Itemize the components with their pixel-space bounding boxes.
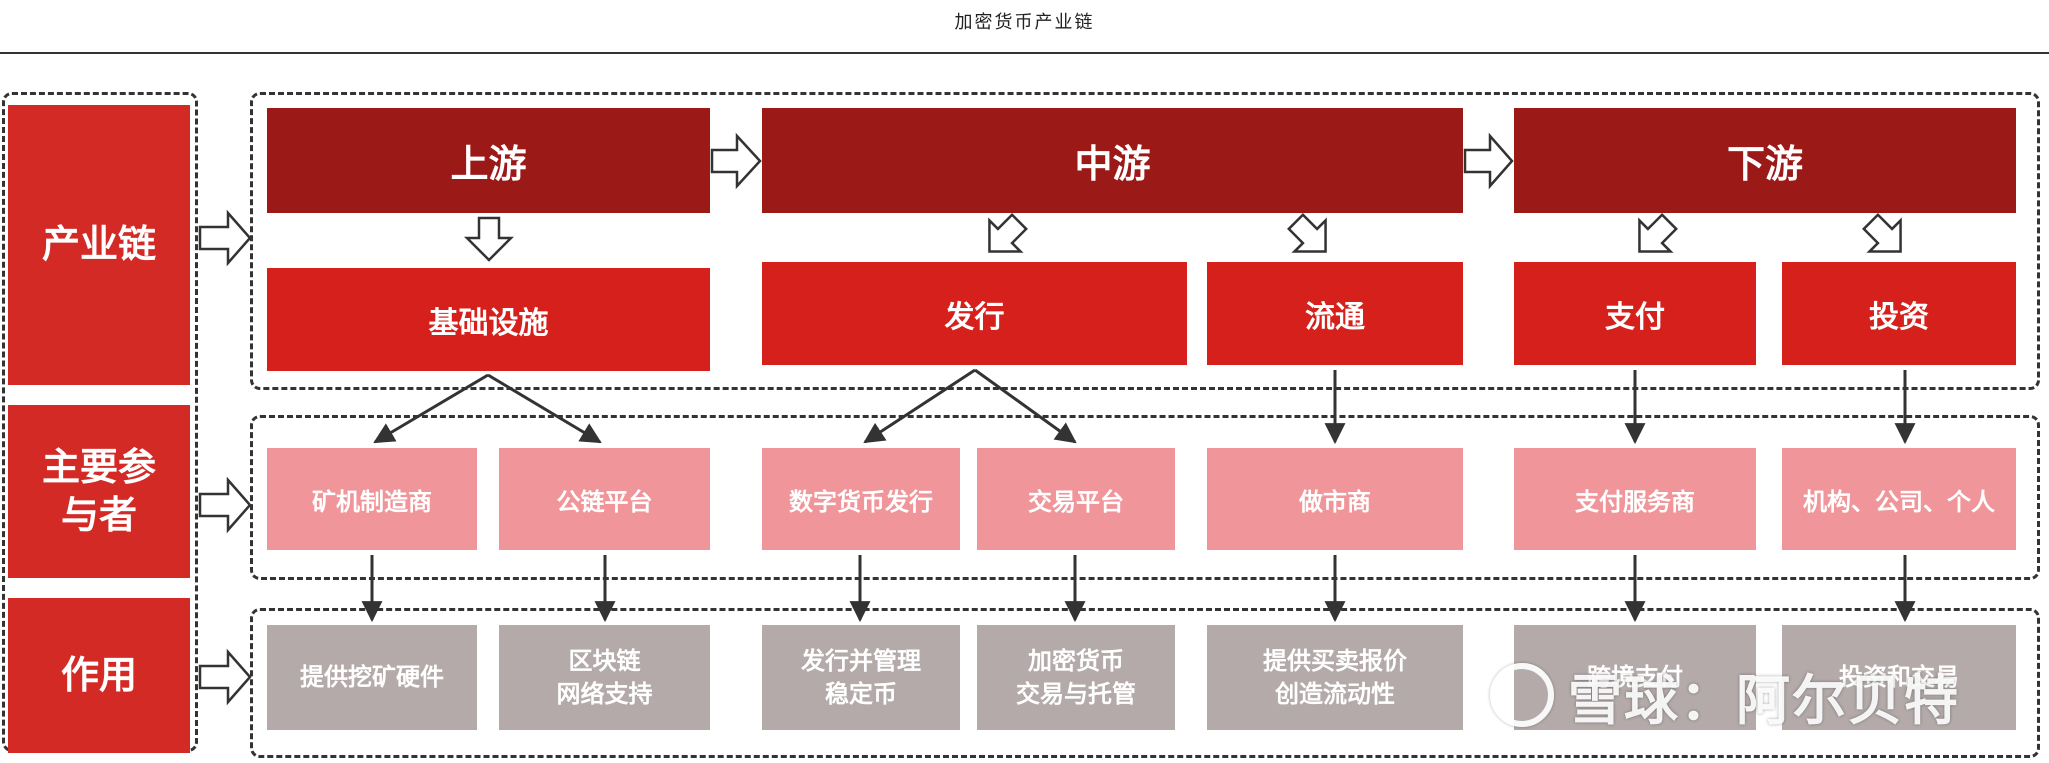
role-stablecoin: 发行并管理 稳定币	[762, 625, 960, 730]
hollow-arrow-chain	[198, 209, 252, 267]
hollow-arrow-diag-payment	[1638, 213, 1678, 253]
snowball-logo-icon	[1490, 663, 1554, 727]
row-label-participants-text: 主要参与者	[41, 445, 156, 537]
hollow-arrow-down-infrastructure	[463, 216, 515, 262]
segment-issuance: 发行	[762, 262, 1187, 365]
title-divider	[0, 52, 2049, 54]
role-liquidity: 提供买卖报价 创造流动性	[1207, 625, 1463, 730]
participant-exchange: 交易平台	[977, 448, 1175, 550]
segment-circulation: 流通	[1207, 262, 1463, 365]
role-group	[250, 608, 2040, 758]
participants-group	[250, 415, 2040, 580]
role-trading-custody: 加密货币 交易与托管	[977, 625, 1175, 730]
stage-upstream: 上游	[267, 108, 710, 213]
role-blockchain-network: 区块链 网络支持	[499, 625, 710, 730]
segment-payment: 支付	[1514, 262, 1756, 365]
hollow-arrow-diag-issuance	[988, 213, 1028, 253]
stage-downstream: 下游	[1514, 108, 2016, 213]
stage-midstream: 中游	[762, 108, 1463, 213]
row-label-role: 作用	[8, 598, 190, 753]
participant-digital-issuer: 数字货币发行	[762, 448, 960, 550]
hollow-arrow-role	[198, 648, 252, 706]
role-mining-hardware: 提供挖矿硬件	[267, 625, 477, 730]
arrow-issue-exchange	[974, 368, 1077, 444]
chain-group	[250, 92, 2040, 390]
page-title: 加密货币产业链	[954, 12, 1095, 33]
hollow-arrow-mid-down	[1463, 132, 1514, 190]
participant-payment-provider: 支付服务商	[1514, 448, 1756, 550]
hollow-arrow-diag-circulation	[1287, 213, 1327, 253]
role-investment-trading: 投资和交易	[1782, 625, 2016, 730]
segment-infrastructure: 基础设施	[267, 268, 710, 371]
participant-investors: 机构、公司、个人	[1782, 448, 2016, 550]
row-label-participants: 主要参与者	[8, 405, 190, 578]
hollow-arrow-up-mid	[710, 132, 762, 190]
row-label-chain: 产业链	[8, 105, 190, 385]
participant-public-chain: 公链平台	[499, 448, 710, 550]
arrow-infra-miner	[373, 373, 489, 444]
participant-miner-maker: 矿机制造商	[267, 448, 477, 550]
watermark-text: 雪球：阿尔贝特	[1568, 668, 1960, 732]
watermark: 雪球：阿尔贝特	[1490, 655, 1960, 735]
participant-market-maker: 做市商	[1207, 448, 1463, 550]
role-cross-border: 跨境支付	[1514, 625, 1756, 730]
hollow-arrow-participants	[198, 476, 252, 534]
hollow-arrow-diag-investment	[1862, 213, 1902, 253]
arrow-infra-chain	[487, 373, 602, 444]
arrow-issue-digital	[863, 368, 976, 444]
segment-investment: 投资	[1782, 262, 2016, 365]
